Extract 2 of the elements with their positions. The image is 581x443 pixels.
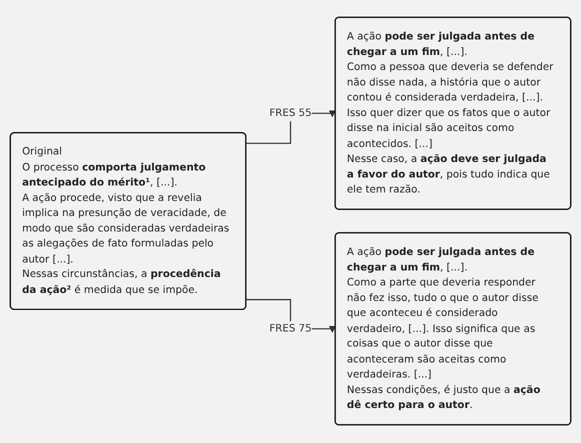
edge-label: FRES 75	[269, 323, 312, 335]
edge-label: FRES 55	[269, 108, 312, 120]
